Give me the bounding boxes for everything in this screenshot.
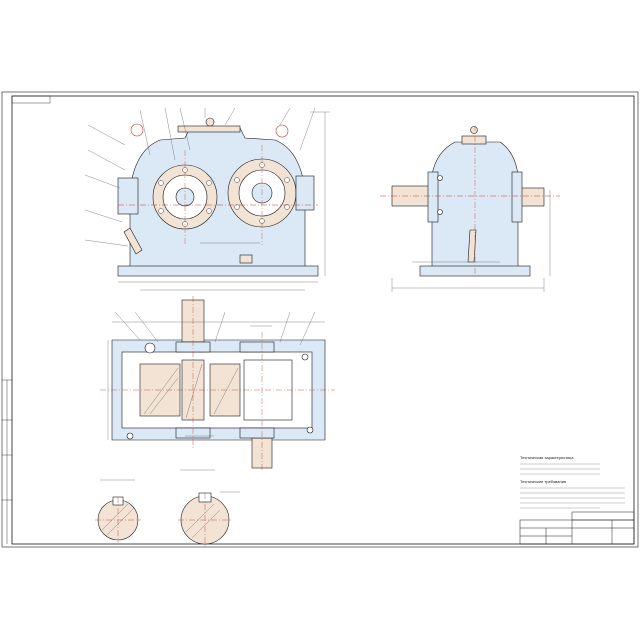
top-left-stamp [11, 95, 51, 104]
side-vent [470, 126, 478, 134]
title-designation-box [571, 511, 635, 521]
drain-plug [239, 254, 253, 264]
mount-hole [126, 432, 134, 440]
bolt-hole [158, 208, 164, 214]
title-block-frame [519, 519, 635, 545]
front-view-annotations [84, 107, 330, 291]
bolt-hole [234, 177, 240, 183]
oil-gauge [123, 227, 143, 255]
left-binding-strip [2, 379, 12, 544]
bearing [239, 427, 275, 439]
section-a-a [95, 496, 141, 543]
notes-title-2: Технические требования [520, 479, 566, 484]
side-right-flange [511, 171, 523, 223]
inspection-cover [177, 125, 241, 133]
notes-title-1: Техническая характеристика [520, 455, 574, 460]
side-view [380, 125, 560, 277]
lifting-eye-left [130, 123, 144, 137]
front-view [117, 117, 319, 277]
bolt-hole [284, 204, 290, 210]
technical-notes: Техническая характеристика Технические т… [520, 455, 625, 509]
section-b-b [178, 492, 232, 547]
plan-view-annotations [107, 311, 325, 440]
bolt-hole [206, 208, 212, 214]
outer-frame [1, 91, 639, 548]
side-bolt [437, 175, 443, 181]
left-flange [117, 177, 139, 215]
title-block [519, 511, 635, 545]
bearing [239, 341, 275, 353]
mount-hole [306, 426, 314, 434]
front-base-plate [117, 265, 319, 277]
right-flange [295, 175, 315, 211]
side-top-cover [461, 135, 487, 145]
bolt-hole [284, 177, 290, 183]
bolt-hole [234, 204, 240, 210]
lifting-eye-right [275, 124, 289, 138]
bolt-hole [158, 180, 164, 186]
mount-hole [301, 353, 309, 361]
vent-plug [205, 117, 215, 127]
plan-view [100, 296, 335, 472]
mount-hole [144, 342, 156, 354]
side-left-flange [427, 171, 439, 223]
section-annotations [100, 469, 240, 493]
side-bolt [437, 209, 443, 215]
inner-frame [11, 95, 635, 545]
bolt-hole [206, 180, 212, 186]
side-view-annotations [391, 190, 551, 292]
